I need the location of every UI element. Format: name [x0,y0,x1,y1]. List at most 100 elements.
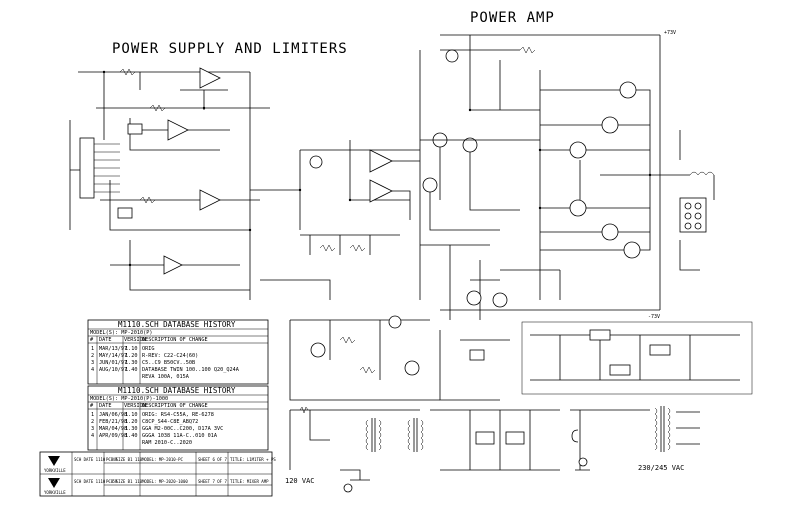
logo-mark-1 [48,456,60,466]
driver-section [298,140,420,255]
limiter-opamp-4 [163,255,183,275]
mains-switch [343,483,353,493]
history-1-rows: 1 MAR/13/97 1.10 ORIG 2 MAY/14/97 1.20 R… [91,346,240,380]
pcb-size-1: PCB SIZE B1 110 [106,457,143,462]
driver-transistor-1 [309,155,323,169]
aux-ic [469,349,485,361]
svg-text:ORIG: ORIG [142,346,155,352]
svg-text:1.10: 1.10 [125,412,138,418]
output-transistor-4 [569,199,587,217]
file-name-2: SCH DATE 1110 - 5R [74,479,118,484]
svg-text:1.40: 1.40 [125,367,138,373]
svg-text:APR/09/98: APR/09/98 [99,433,127,439]
protect-transistor-1 [466,290,482,306]
svg-text:DESCRIPTION OF CHANGE: DESCRIPTION OF CHANGE [142,403,208,409]
history-2-model: MODEL(S): MP-2010(P)-1000 [90,396,168,402]
svg-text:4: 4 [91,367,94,373]
transformer-1-secondary [378,419,382,451]
output-transistor-2 [601,116,619,134]
company-name-2: YORKVILLE [44,490,66,495]
limiter-opamp-2 [167,119,189,141]
speaker-terminals [679,197,707,233]
svg-text:JUN/01/97: JUN/01/97 [99,360,127,366]
output-transistor-3 [569,141,587,159]
svg-text:C8CP_S44-C8E_ABQ72: C8CP_S44-C8E_ABQ72 [142,419,198,425]
transformer-1-primary [365,419,369,451]
svg-text:1.40: 1.40 [125,433,138,439]
svg-text:1: 1 [91,346,94,352]
output-transistor-5 [601,223,619,241]
driver-opamp-1 [369,149,393,173]
svg-text:R-REV: C22-C24(60): R-REV: C22-C24(60) [142,353,198,359]
limiter-opamp-3 [199,189,221,211]
svg-text:DATE: DATE [99,403,112,409]
history-1-model: MODEL(S): MP-2010(P) [90,330,152,336]
svg-text:1.20: 1.20 [125,353,138,359]
history-2-title: M1110.SCH DATABASE HISTORY [118,386,236,395]
svg-text:GGA M2-00C..C200, D17A 3VC: GGA M2-00C..C200, D17A 3VC [142,426,223,432]
input-connector [79,137,95,199]
model-1: MODEL: MP-2010-PC [142,457,184,462]
svg-text:3: 3 [91,360,94,366]
svg-text:#: # [90,403,94,409]
svg-text:DATABASE TWIN 100..100 Q20_Q24: DATABASE TWIN 100..100 Q20_Q24A [142,367,240,373]
limiter-ic-2 [117,207,133,219]
pos-rail-label: +73V [664,30,676,36]
svg-text:MAY/14/97: MAY/14/97 [99,353,127,359]
svg-text:FEB/21/98: FEB/21/98 [99,419,127,425]
svg-text:1.10: 1.10 [125,346,138,352]
svg-text:ORIG: RS4-C55A, RE-6278: ORIG: RS4-C55A, RE-6278 [142,412,214,418]
history-2-columns: # DATE VERSION DESCRIPTION OF CHANGE [90,403,208,409]
svg-text:VERSION: VERSION [124,337,146,343]
svg-text:1: 1 [91,412,94,418]
svg-text:MAR/13/97: MAR/13/97 [99,346,127,352]
logo-mark-2 [48,478,60,488]
history-2-rows: 1 JAN/06/98 1.10 ORIG: RS4-C55A, RE-6278… [91,412,223,446]
output-transistor-6 [623,241,641,259]
history-1-title: M1110.SCH DATABASE HISTORY [118,320,236,329]
neg-rail-label: -73V [648,314,660,320]
svg-text:DESCRIPTION OF CHANGE: DESCRIPTION OF CHANGE [142,337,208,343]
svg-text:C5..C9 B50CV..50B: C5..C9 B50CV..50B [142,360,195,366]
power-amp-title: POWER AMP [470,10,555,26]
protect-transistor-2 [492,292,508,308]
history-1-columns: # DATE VERSION DESCRIPTION OF CHANGE [90,337,208,343]
rectifier-bridge [475,431,495,445]
driver-opamp-2 [369,179,393,203]
input-transistor [445,49,459,63]
svg-text:DATE: DATE [99,337,112,343]
aux-transistor-1 [310,342,326,358]
output-transistor-1 [619,81,637,99]
aux-section [289,315,510,401]
svg-text:GGGA 1038 11A-C..010 01A: GGGA 1038 11A-C..010 01A [142,433,218,439]
diff-transistor-3 [422,177,438,193]
svg-text:#: # [90,337,94,343]
svg-text:REVA 100A, 015A: REVA 100A, 015A [142,374,190,380]
file-name-1: SCH DATE 1110 - 4R [74,457,118,462]
mains-right-label: 230/245 VAC [638,464,684,472]
history-table-1: M1110.SCH DATABASE HISTORY MODEL(S): MP-… [87,319,269,385]
history-table-2: M1110.SCH DATABASE HISTORY MODEL(S): MP-… [87,385,269,451]
limiter-ic-1 [127,123,143,135]
svg-text:VERSION: VERSION [124,403,146,409]
power-amp-section: +73V -73V [419,30,715,320]
title-2: TITLE: MIXER AMP [230,479,269,484]
company-name-1: YORKVILLE [44,468,66,473]
transformer-3 [654,407,658,451]
svg-text:3: 3 [91,426,94,432]
power-supply-title: POWER SUPPLY AND LIMITERS [112,41,348,57]
sheet-2: SHEET 7 OF 7 [198,479,227,484]
psu-section [521,321,753,395]
svg-text:2: 2 [91,353,94,359]
psu-box [521,321,753,395]
limiter-section [69,67,331,300]
svg-text:1.30: 1.30 [125,426,138,432]
model-2: MODEL: MP-2020-1000 [142,479,188,484]
svg-text:2: 2 [91,419,94,425]
svg-text:4: 4 [91,433,94,439]
title-1: TITLE: L1M1TER + PS [230,457,276,462]
limiter-opamp-1 [199,67,221,89]
svg-text:RAM 2010-C..2020: RAM 2010-C..2020 [142,440,192,446]
svg-text:1.20: 1.20 [125,419,138,425]
pcb-size-2: PCB SIZE B1 110 [106,479,143,484]
